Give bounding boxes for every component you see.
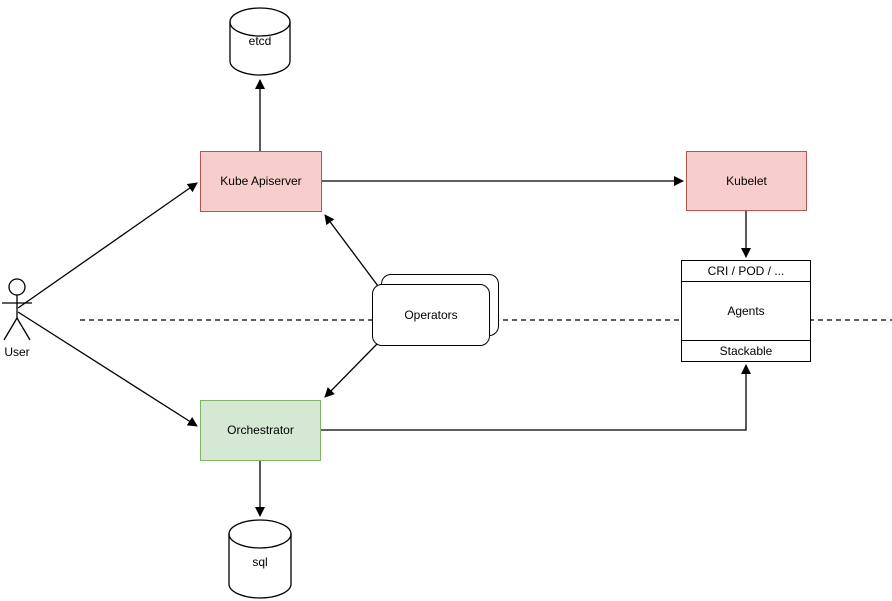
edge-operators-to-apiserver — [324, 214, 379, 287]
stack-row-agents: Agents — [682, 281, 810, 341]
actor-head — [8, 278, 26, 296]
node-kube-apiserver: Kube Apiserver — [200, 151, 322, 212]
stack-row-stackable: Stackable — [682, 341, 810, 361]
etcd-label: etcd — [248, 34, 272, 48]
edge-user-to-orchestrator — [17, 311, 198, 427]
cylinder-sql-rim — [228, 533, 292, 549]
cylinder-sql-body — [228, 519, 292, 599]
actor-right-leg — [16, 317, 31, 341]
cylinder-etcd-rim — [229, 21, 291, 37]
edge-operators-to-orchestrator — [324, 343, 378, 398]
agents-label: Agents — [727, 304, 765, 318]
user-label: User — [4, 345, 30, 359]
cylinder-etcd-body — [229, 7, 291, 76]
kubelet-label: Kubelet — [726, 173, 767, 188]
operators-label: Operators — [404, 307, 458, 322]
node-operators: Operators — [372, 284, 490, 346]
cylinder-etcd — [229, 7, 291, 76]
edge-orchestrator-to-stackable — [321, 364, 751, 431]
edge-user-to-apiserver — [17, 182, 198, 309]
cri-pod-label: CRI / POD / ... — [707, 264, 785, 278]
kube-apiserver-label: Kube Apiserver — [220, 174, 302, 189]
stackable-label: Stackable — [719, 344, 773, 358]
stack-row-cri-pod: CRI / POD / ... — [682, 261, 810, 281]
orchestrator-label: Orchestrator — [227, 423, 294, 438]
actor-user — [2, 278, 32, 341]
node-agents-stack: CRI / POD / ... Agents Stackable — [681, 260, 811, 362]
sql-label: sql — [252, 555, 268, 569]
cylinder-sql — [228, 519, 292, 599]
node-orchestrator: Orchestrator — [200, 400, 321, 461]
actor-left-leg — [3, 317, 18, 341]
node-kubelet: Kubelet — [686, 151, 807, 211]
